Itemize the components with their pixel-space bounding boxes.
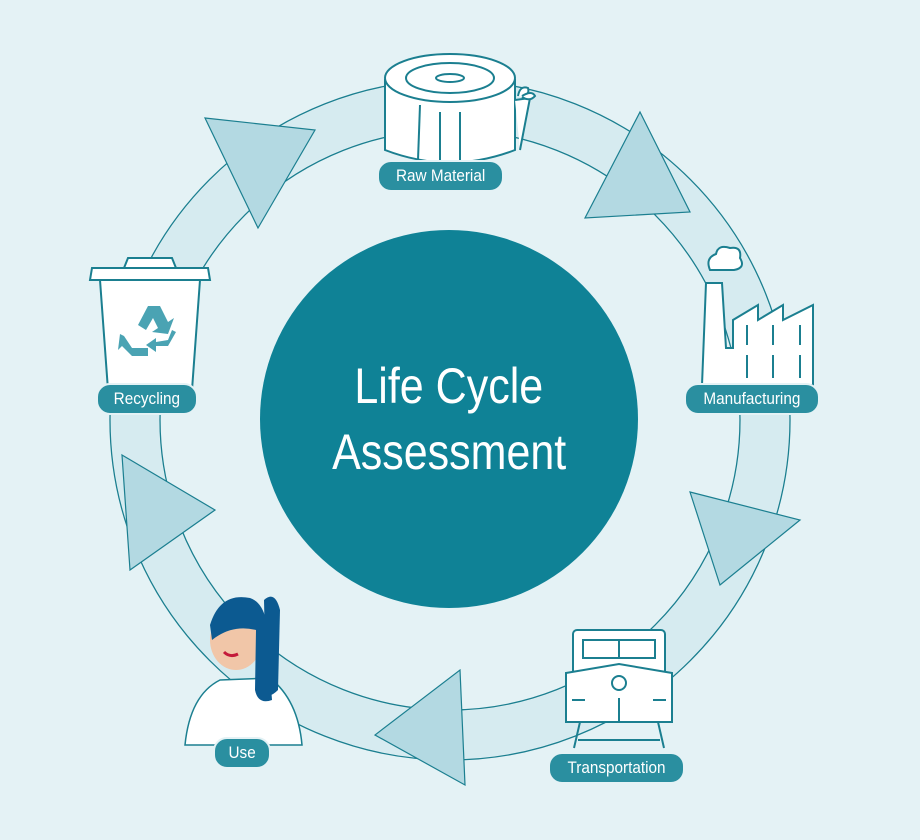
center-circle: Life Cycle Assessment: [260, 230, 638, 608]
stage-label-recycling: Recycling: [96, 383, 198, 415]
arrow-head-use-to-recycling: [121, 453, 217, 572]
recycle-symbol-icon: [118, 306, 176, 356]
train-icon: [565, 629, 673, 749]
arrow-head-manufacturing-to-transportation: [689, 491, 802, 587]
arrow-head-recycling-to-raw: [203, 117, 316, 230]
recycling-bin-icon: [88, 257, 212, 391]
center-title-line1: Life Cycle: [354, 358, 544, 414]
stage-label-use: Use: [213, 737, 272, 769]
center-title-line2: Assessment: [331, 424, 567, 480]
stage-label-raw-material: Raw Material: [377, 160, 505, 192]
stage-label-manufacturing: Manufacturing: [684, 383, 820, 415]
factory-icon: [700, 245, 814, 386]
stage-label-transportation: Transportation: [548, 752, 685, 784]
person-icon: [184, 596, 303, 746]
arrow-head-transportation-to-use: [373, 668, 466, 787]
tree-stump-icon: [384, 53, 537, 165]
arrow-head-raw-to-manufacturing: [583, 110, 691, 219]
